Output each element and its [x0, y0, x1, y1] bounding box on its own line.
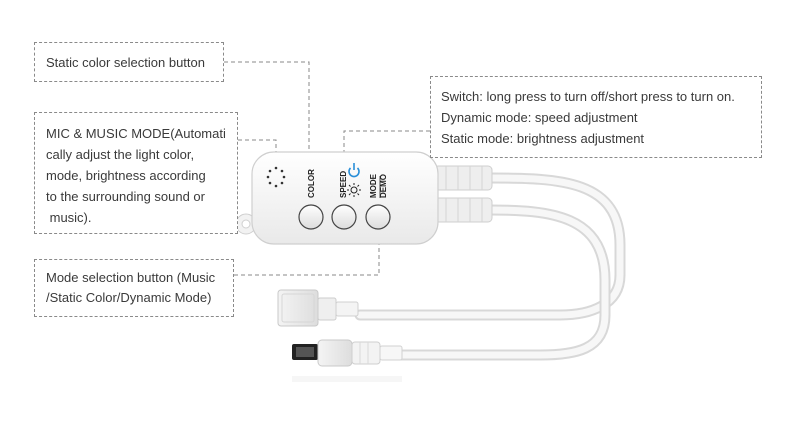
mic-music-line: MIC & MUSIC MODE(Automati	[46, 126, 226, 141]
mode-button-label: MODE	[369, 173, 378, 198]
power-icon	[348, 163, 360, 178]
mic-music-line: mode, brightness according	[46, 168, 206, 183]
mode-selection-callout: Mode selection button (Music /Static Col…	[34, 259, 234, 317]
controller-body	[251, 151, 439, 245]
mic-music-line: to the surrounding sound or	[46, 189, 205, 204]
mic-music-line: cally adjust the light color,	[46, 147, 195, 162]
switch-line: Dynamic mode: speed adjustment	[441, 110, 638, 125]
brightness-icon	[347, 183, 361, 197]
mic-music-callout: MIC & MUSIC MODE(Automati cally adjust t…	[34, 112, 238, 234]
switch-line: Switch: long press to turn off/short pre…	[441, 89, 735, 104]
cables	[354, 172, 626, 361]
mode-selection-line: /Static Color/Dynamic Mode)	[46, 290, 212, 305]
demo-button-label: DEMO	[379, 174, 388, 198]
color-button-label: COLOR	[307, 169, 316, 198]
speed-button[interactable]	[331, 204, 357, 230]
speed-button-label: SPEED	[339, 171, 348, 198]
static-color-text: Static color selection button	[46, 55, 205, 70]
microphone-holes-icon	[266, 166, 286, 188]
static-color-callout: Static color selection button	[34, 42, 224, 82]
dc-power-connector	[292, 339, 403, 367]
leader-line-mode	[234, 240, 380, 276]
color-button[interactable]	[298, 204, 324, 230]
mic-music-line: music).	[46, 210, 92, 225]
strain-relief-top	[433, 165, 493, 191]
mode-button[interactable]	[365, 204, 391, 230]
rgb-connector	[277, 289, 359, 327]
switch-line: Static mode: brightness adjustment	[441, 131, 645, 146]
strain-relief-bottom	[433, 197, 493, 223]
mode-selection-line: Mode selection button (Music	[46, 270, 216, 285]
switch-callout: Switch: long press to turn off/short pre…	[430, 76, 762, 158]
leader-line-switch	[343, 130, 430, 158]
